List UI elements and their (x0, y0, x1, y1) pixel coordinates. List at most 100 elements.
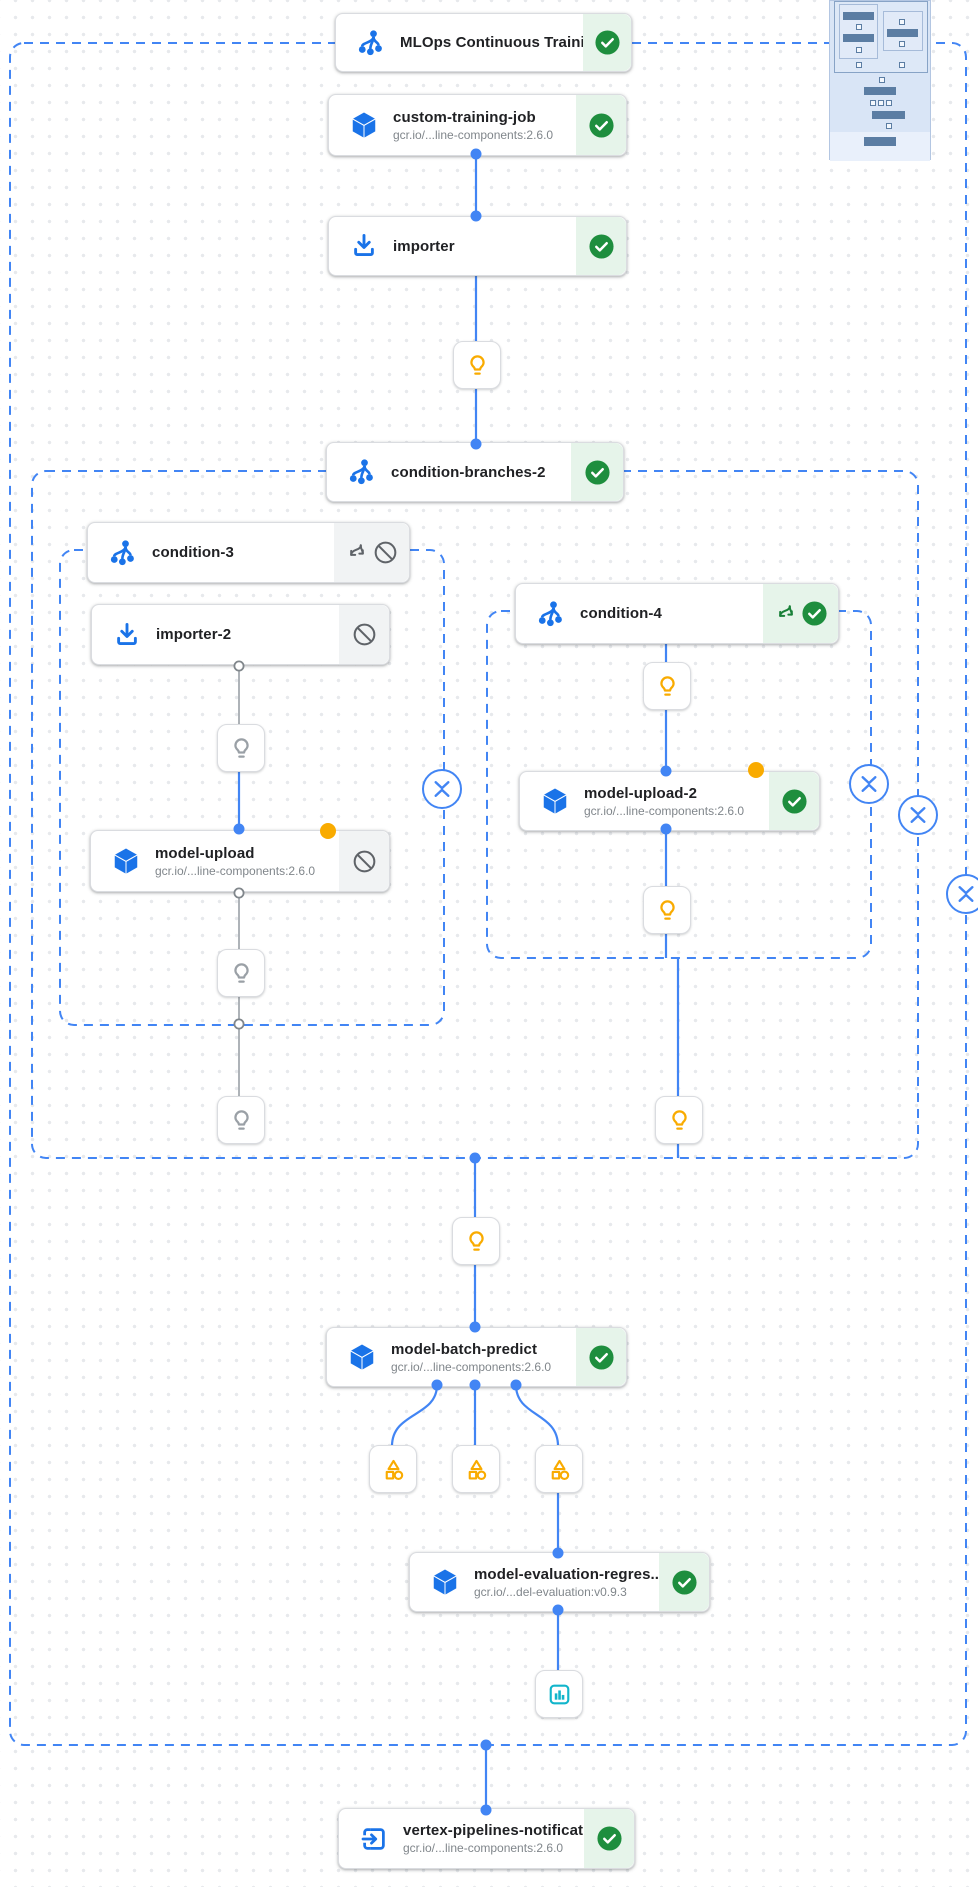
success-check-icon (588, 233, 615, 260)
minimap-node-bar (864, 137, 896, 146)
success-check-icon (596, 1825, 623, 1852)
lightbulb-icon (463, 1228, 490, 1255)
open-subdag-icon[interactable] (344, 541, 367, 564)
node-title: condition-3 (152, 544, 234, 561)
artifact-metrics-2[interactable] (452, 1445, 500, 1493)
minimap-viewport[interactable] (830, 132, 930, 161)
node-title: importer-2 (156, 626, 232, 643)
collapse-condition-3[interactable] (422, 769, 462, 809)
collapse-chevrons-icon (900, 797, 936, 833)
node-importer-2[interactable]: importer-2 (91, 604, 390, 665)
node-subtitle: gcr.io/...line-components:2.6.0 (393, 127, 554, 142)
minimap-node-bar (843, 12, 874, 20)
collapse-condition-4[interactable] (849, 764, 889, 804)
minimap-artifact-square (878, 100, 884, 106)
node-mlops-continuous-training[interactable]: MLOps Continuous Traini... (335, 13, 632, 72)
pipeline-icon (108, 538, 138, 568)
metrics-shapes-icon (463, 1456, 490, 1483)
lightbulb-icon (228, 735, 255, 762)
node-title: MLOps Continuous Traini... (400, 34, 583, 51)
download-icon (349, 231, 379, 261)
artifact-parameter-1[interactable] (453, 341, 501, 389)
minimap-artifact-square (899, 19, 905, 25)
skipped-icon (351, 621, 378, 648)
artifact-parameter-3[interactable] (643, 886, 691, 934)
node-subtitle: gcr.io/...del-evaluation:v0.9.3 (474, 1584, 627, 1599)
cube-icon (430, 1567, 460, 1597)
node-condition-branches-2[interactable]: condition-branches-2 (326, 442, 624, 502)
node-title: condition-4 (580, 605, 662, 622)
artifact-parameter-skipped-2[interactable] (217, 949, 265, 997)
success-check-icon (594, 29, 621, 56)
lightbulb-icon (654, 897, 681, 924)
success-check-icon (588, 112, 615, 139)
status-section-succeeded (576, 1328, 626, 1386)
minimap-node-bar (864, 87, 896, 95)
status-section-skipped (334, 523, 409, 582)
node-title: importer (393, 237, 455, 255)
minimap-artifact-square (856, 24, 862, 30)
success-check-icon (801, 600, 828, 627)
status-section-succeeded (763, 584, 838, 643)
lightbulb-icon (228, 960, 255, 987)
node-vertex-pipelines-notification[interactable]: vertex-pipelines-notificat... gcr.io/...l… (338, 1808, 635, 1869)
success-check-icon (671, 1569, 698, 1596)
minimap-node-bar (843, 34, 874, 42)
success-check-icon (588, 1344, 615, 1371)
collapse-outer[interactable] (946, 874, 978, 914)
node-title: vertex-pipelines-notificat... (403, 1822, 584, 1839)
node-subtitle: gcr.io/...line-components:2.6.0 (155, 863, 316, 878)
node-subtitle: gcr.io/...line-components:2.6.0 (403, 1841, 564, 1855)
artifact-parameter-2[interactable] (643, 662, 691, 710)
collapse-chevrons-icon (424, 771, 460, 807)
status-section-skipped (339, 831, 389, 891)
bar-chart-icon (546, 1681, 573, 1708)
minimap-artifact-square (886, 100, 892, 106)
node-importer[interactable]: importer (328, 216, 627, 276)
collapse-condition-branches-2[interactable] (898, 795, 938, 835)
pipeline-icon (536, 599, 566, 629)
minimap[interactable] (829, 0, 931, 161)
status-section-succeeded (769, 772, 819, 830)
node-title: custom-training-job (393, 108, 536, 126)
pipeline-icon (356, 28, 386, 58)
minimap-node-bar (887, 29, 918, 37)
lightbulb-icon (464, 352, 491, 379)
cube-icon (349, 110, 379, 140)
lightbulb-icon (228, 1107, 255, 1134)
artifact-parameter-4[interactable] (655, 1096, 703, 1144)
open-subdag-icon[interactable] (773, 602, 796, 625)
artifact-parameter-skipped-3[interactable] (217, 1096, 265, 1144)
exit-icon (359, 1824, 389, 1854)
node-title: condition-branches-2 (391, 463, 546, 481)
pipeline-icon (347, 457, 377, 487)
node-condition-3[interactable]: condition-3 (87, 522, 410, 583)
minimap-artifact-square (870, 100, 876, 106)
success-check-icon (584, 459, 611, 486)
cube-icon (540, 786, 570, 816)
cube-icon (111, 846, 141, 876)
status-section-succeeded (571, 443, 623, 501)
lightbulb-icon (666, 1107, 693, 1134)
node-subtitle: gcr.io/...line-components:2.6.0 (584, 803, 745, 818)
status-section-succeeded (576, 217, 626, 275)
artifact-parameter-5[interactable] (452, 1217, 500, 1265)
status-section-succeeded (584, 1809, 634, 1868)
artifact-evaluation-chart[interactable] (535, 1670, 583, 1718)
metrics-shapes-icon (380, 1456, 407, 1483)
node-title: model-upload (155, 844, 255, 862)
artifact-parameter-skipped-1[interactable] (217, 724, 265, 772)
minimap-artifact-square (856, 47, 862, 53)
node-condition-4[interactable]: condition-4 (515, 583, 839, 644)
artifact-metrics-3[interactable] (535, 1445, 583, 1493)
artifact-metrics-1[interactable] (369, 1445, 417, 1493)
node-model-evaluation-regression[interactable]: model-evaluation-regres...gcr.io/...del-… (409, 1552, 710, 1612)
skipped-icon (372, 539, 399, 566)
node-subtitle: gcr.io/...line-components:2.6.0 (391, 1359, 552, 1374)
minimap-artifact-square (899, 62, 905, 68)
